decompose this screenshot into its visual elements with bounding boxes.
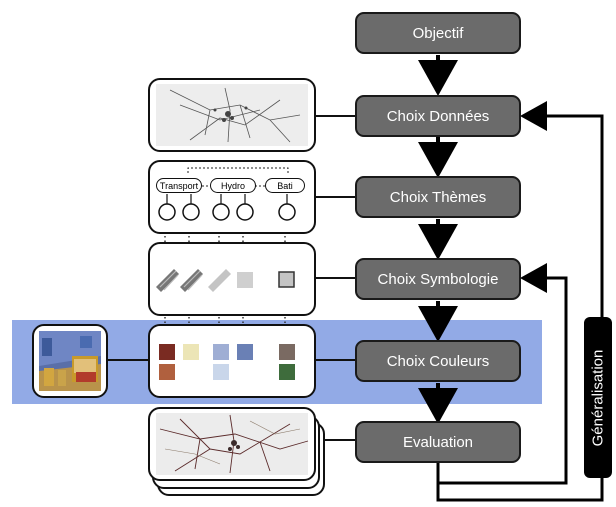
feedback-line-outer bbox=[436, 101, 604, 502]
swatch-transport-3 bbox=[183, 344, 199, 360]
swatch-bati-2 bbox=[279, 364, 295, 380]
themes-graph bbox=[158, 167, 296, 221]
symbology-symbols bbox=[156, 269, 295, 292]
evaluation-map bbox=[148, 407, 316, 481]
data-map-panel bbox=[148, 78, 316, 152]
painting-image bbox=[39, 331, 101, 391]
step-objectif: Objectif bbox=[355, 12, 521, 54]
feedback-line-inner bbox=[436, 263, 568, 485]
swatch-hydro-1 bbox=[213, 344, 229, 360]
step-choix-themes: Choix Thèmes bbox=[355, 176, 521, 218]
swatch-transport-1 bbox=[159, 344, 175, 360]
swatch-hydro-3 bbox=[237, 344, 253, 360]
generalisation-label: Généralisation bbox=[589, 349, 607, 446]
step-choix-couleurs: Choix Couleurs bbox=[355, 340, 521, 382]
swatch-transport-2 bbox=[159, 364, 175, 380]
swatch-hydro-2 bbox=[213, 364, 229, 380]
step-evaluation: Evaluation bbox=[355, 421, 521, 463]
symbology-panel bbox=[148, 242, 316, 316]
transport-symbol-2 bbox=[180, 269, 203, 292]
colour-panel bbox=[148, 324, 316, 398]
evaluation-map-thumbnail bbox=[156, 413, 309, 475]
colour-swatches bbox=[159, 344, 295, 380]
transport-symbol-1 bbox=[156, 269, 179, 292]
hydro-symbol-area bbox=[237, 272, 253, 288]
step-choix-donnees: Choix Données bbox=[355, 95, 521, 137]
generalisation-bar: Généralisation bbox=[584, 317, 612, 478]
theme-transport: Transport bbox=[156, 178, 202, 193]
step-choix-symbologie: Choix Symbologie bbox=[355, 258, 521, 300]
swatch-bati-1 bbox=[279, 344, 295, 360]
theme-bati: Bati bbox=[265, 178, 305, 193]
bati-symbol bbox=[278, 271, 295, 288]
hydro-symbol-line bbox=[208, 269, 231, 292]
theme-hydro: Hydro bbox=[210, 178, 256, 193]
themes-panel: Transport Hydro Bati bbox=[148, 160, 316, 234]
map-thumbnail bbox=[156, 84, 308, 146]
painting-panel bbox=[32, 324, 108, 398]
